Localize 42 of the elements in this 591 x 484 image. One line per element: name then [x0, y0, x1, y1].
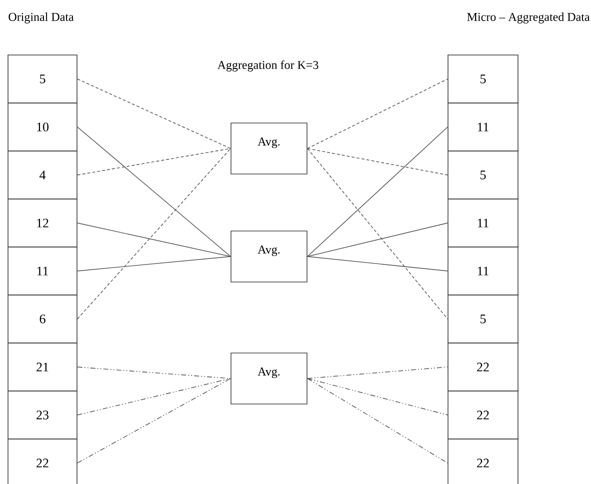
heading: Original Data — [8, 12, 74, 24]
heading: Micro – Aggregated Data — [467, 12, 590, 24]
value-cell: 5 — [448, 54, 518, 104]
value-cell: 5 — [448, 150, 518, 200]
value-cell: 4 — [8, 150, 78, 200]
value-cell: 5 — [448, 294, 518, 344]
value-cell: 22 — [448, 390, 518, 440]
connector-line — [307, 78, 448, 149]
value-cell: 22 — [8, 438, 78, 484]
value-cell: 6 — [8, 294, 78, 344]
average-box: Avg. — [230, 230, 308, 282]
value-cell: 11 — [448, 102, 518, 152]
average-box: Avg. — [230, 122, 308, 174]
connector-line — [307, 148, 448, 176]
connector-line — [77, 78, 231, 149]
connector-line — [77, 148, 231, 176]
connector-line — [307, 148, 448, 320]
value-cell: 21 — [8, 342, 78, 392]
average-box: Avg. — [230, 352, 308, 404]
value-cell: 11 — [448, 198, 518, 248]
connector-line — [77, 148, 231, 320]
value-cell: 11 — [8, 246, 78, 296]
value-cell: 22 — [448, 438, 518, 484]
subheading: Aggregation for K=3 — [217, 60, 318, 72]
connector-line — [77, 222, 231, 257]
value-cell: 12 — [8, 198, 78, 248]
value-cell: 22 — [448, 342, 518, 392]
connector-line — [77, 256, 231, 272]
connector-line — [307, 366, 448, 379]
connector-line — [77, 378, 231, 464]
value-cell: 23 — [8, 390, 78, 440]
connector-line — [307, 378, 448, 464]
connector-line — [307, 222, 448, 257]
connector-line — [307, 256, 448, 272]
connector-line — [307, 126, 448, 257]
value-cell: 5 — [8, 54, 78, 104]
connector-line — [77, 126, 231, 257]
value-cell: 10 — [8, 102, 78, 152]
connector-line — [307, 378, 448, 416]
value-cell: 11 — [448, 246, 518, 296]
connector-line — [77, 366, 231, 379]
connector-line — [77, 378, 231, 416]
